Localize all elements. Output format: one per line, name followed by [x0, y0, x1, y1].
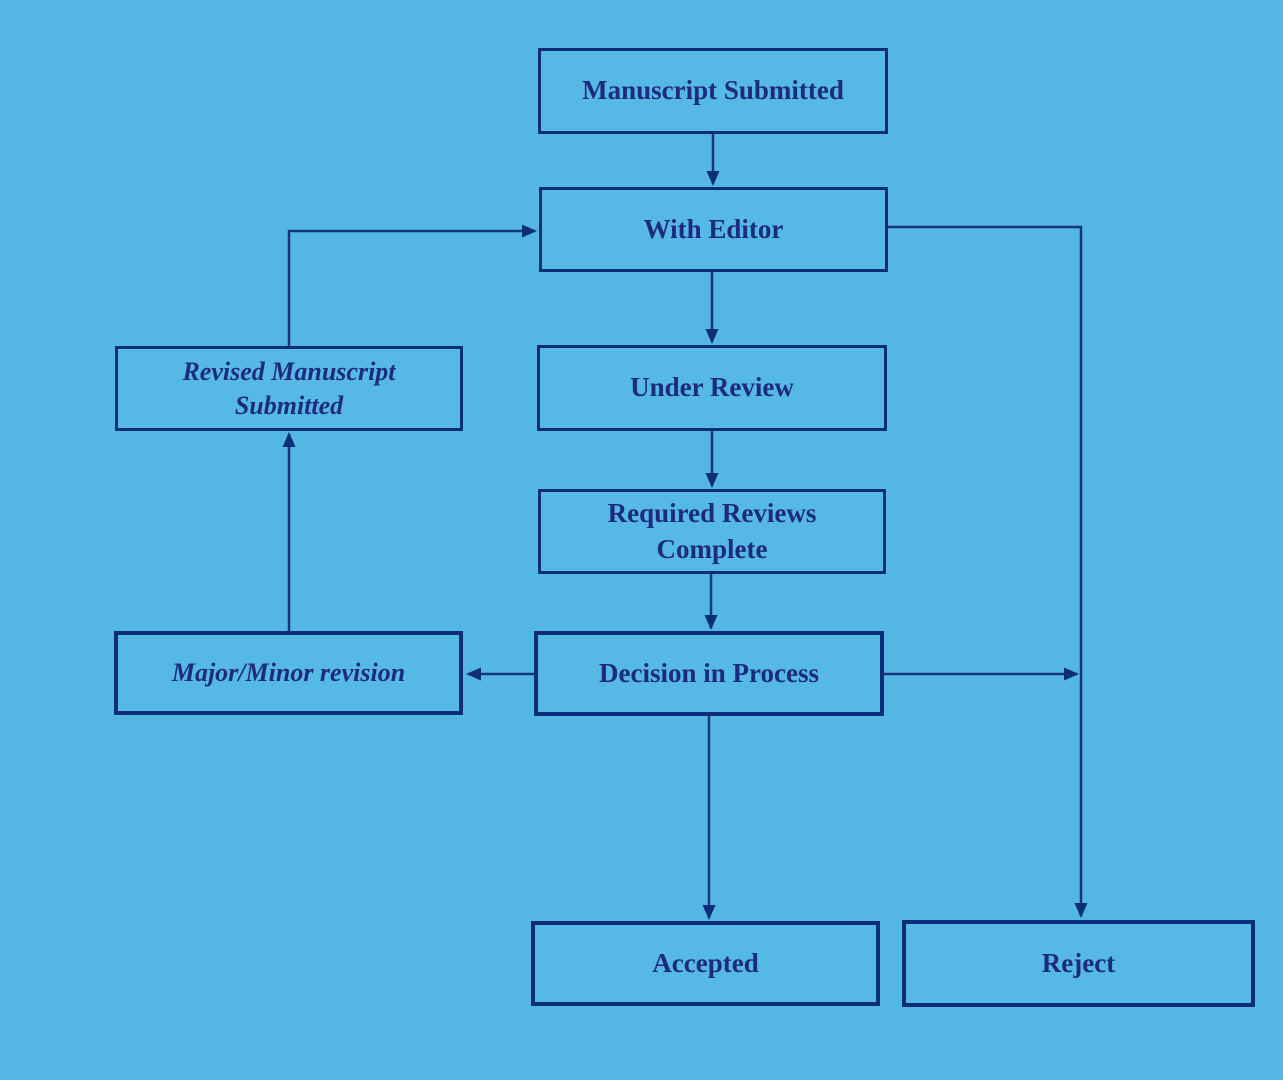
edge-with-editor-to-reject: [888, 225, 1088, 918]
edge-revised-manuscript-to-with-editor: [287, 224, 537, 346]
node-revised-manuscript-submitted-label: Revised Manuscript Submitted: [182, 356, 396, 420]
node-reject: Reject: [902, 920, 1255, 1007]
node-decision-in-process: Decision in Process: [534, 631, 884, 716]
node-accepted-label: Accepted: [652, 947, 759, 978]
node-major-minor-revision-label: Major/Minor revision: [171, 658, 406, 688]
node-accepted: Accepted: [531, 921, 880, 1006]
node-under-review-label: Under Review: [630, 372, 794, 403]
node-manuscript-submitted: Manuscript Submitted: [538, 48, 888, 134]
node-with-editor: With Editor: [539, 187, 888, 272]
node-required-reviews-complete-label: Required Reviews Complete: [607, 498, 817, 564]
node-major-minor-revision: Major/Minor revision: [114, 631, 463, 715]
node-decision-in-process-label: Decision in Process: [599, 657, 819, 688]
node-revised-manuscript-submitted: Revised Manuscript Submitted: [115, 346, 463, 431]
node-under-review: Under Review: [537, 345, 887, 431]
node-required-reviews-complete: Required Reviews Complete: [538, 489, 886, 574]
node-with-editor-label: With Editor: [643, 213, 784, 244]
node-reject-label: Reject: [1041, 947, 1116, 978]
node-manuscript-submitted-label: Manuscript Submitted: [582, 75, 844, 106]
